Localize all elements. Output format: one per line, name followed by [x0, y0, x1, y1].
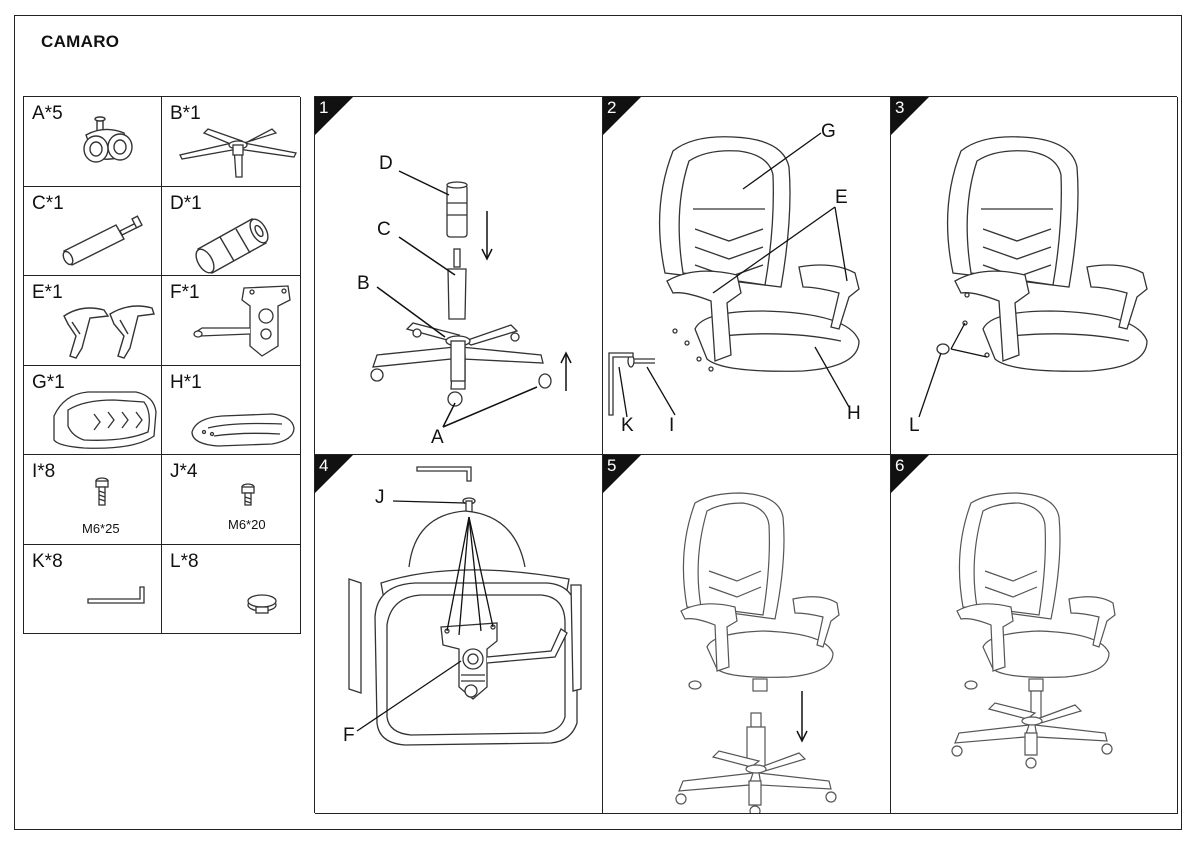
part-label: K*8: [32, 550, 63, 572]
step-number: 3: [895, 98, 905, 117]
part-i: I*8 M6*25: [24, 455, 162, 545]
bolt-icon: [241, 483, 255, 506]
part-c: C*1: [24, 186, 162, 276]
tilt-mechanism-icon: [193, 285, 291, 357]
part-f: F*1: [162, 276, 301, 366]
callout-i: I: [669, 415, 675, 436]
cap-icon: [247, 593, 277, 614]
step-5: 5: [603, 455, 891, 814]
gas-lift-icon: [62, 214, 143, 266]
parts-list: A*5 B*1: [23, 96, 301, 634]
callout-j: J: [375, 487, 385, 508]
bolt-spec: M6*25: [82, 521, 120, 536]
lift-cover-icon: [195, 217, 269, 274]
step-badge: [891, 455, 929, 493]
callout-g: G: [821, 121, 836, 142]
backrest-icon: [53, 390, 157, 449]
step-badge: [315, 455, 353, 493]
document-title: CAMARO: [41, 32, 120, 51]
step-number: 1: [319, 98, 329, 117]
bolt-spec: M6*20: [228, 517, 266, 532]
part-j: J*4 M6*20: [162, 455, 301, 545]
step-number: 6: [895, 456, 905, 475]
star-base-icon: [179, 128, 297, 178]
step-badge: [603, 97, 641, 135]
part-l: L*8: [162, 544, 301, 634]
callout-c: C: [377, 219, 391, 240]
caster-wheel-icon: [83, 116, 133, 163]
part-label: A*5: [32, 103, 63, 124]
part-label: C*1: [32, 192, 64, 214]
part-label: H*1: [170, 371, 202, 393]
step-number: 4: [319, 456, 329, 475]
seat-armrest-illustration: [608, 132, 860, 418]
callout-h: H: [847, 403, 861, 424]
callout-k: K: [621, 415, 634, 436]
part-label: B*1: [170, 103, 201, 124]
caps-illustration: [918, 136, 1148, 418]
part-label: F*1: [170, 282, 200, 303]
part-a: A*5: [24, 97, 162, 187]
part-label: J*4: [170, 461, 198, 482]
step-2: 2: [603, 97, 891, 455]
part-d: D*1: [162, 186, 301, 276]
part-label: E*1: [32, 282, 63, 303]
step-4: 4: [315, 455, 603, 814]
callout-a: A: [431, 427, 444, 448]
part-h: H*1: [162, 365, 301, 455]
callout-f: F: [343, 725, 355, 746]
callout-d: D: [379, 153, 393, 174]
step-badge: [315, 97, 353, 135]
step-number: 5: [607, 456, 617, 475]
armrests-icon: [63, 305, 155, 359]
base-assembly-illustration: [370, 170, 572, 428]
page-frame: [14, 15, 1182, 830]
step-badge: [603, 455, 641, 493]
part-label: D*1: [170, 192, 202, 214]
finished-chair-illustration: [951, 492, 1116, 769]
part-label: L*8: [170, 550, 199, 572]
part-label: G*1: [32, 371, 65, 393]
step-1: 1: [315, 97, 603, 455]
part-b: B*1: [162, 97, 301, 187]
callout-l: L: [909, 415, 920, 436]
step-3: 3 L: [891, 97, 1178, 455]
assembly-steps: 1: [314, 96, 1178, 814]
part-e: E*1: [24, 276, 162, 366]
step-6: 6: [891, 455, 1178, 814]
callout-b: B: [357, 273, 370, 294]
bolt-icon: [95, 477, 109, 506]
step-badge: [891, 97, 929, 135]
mechanism-illustration: [348, 466, 582, 746]
chair-on-base-illustration: [675, 492, 840, 813]
part-label: I*8: [32, 461, 56, 482]
hex-key-icon: [87, 585, 145, 604]
seat-cushion-icon: [191, 412, 295, 447]
step-number: 2: [607, 98, 617, 117]
part-k: K*8: [24, 544, 162, 634]
part-g: G*1: [24, 365, 162, 455]
callout-e: E: [835, 187, 848, 208]
